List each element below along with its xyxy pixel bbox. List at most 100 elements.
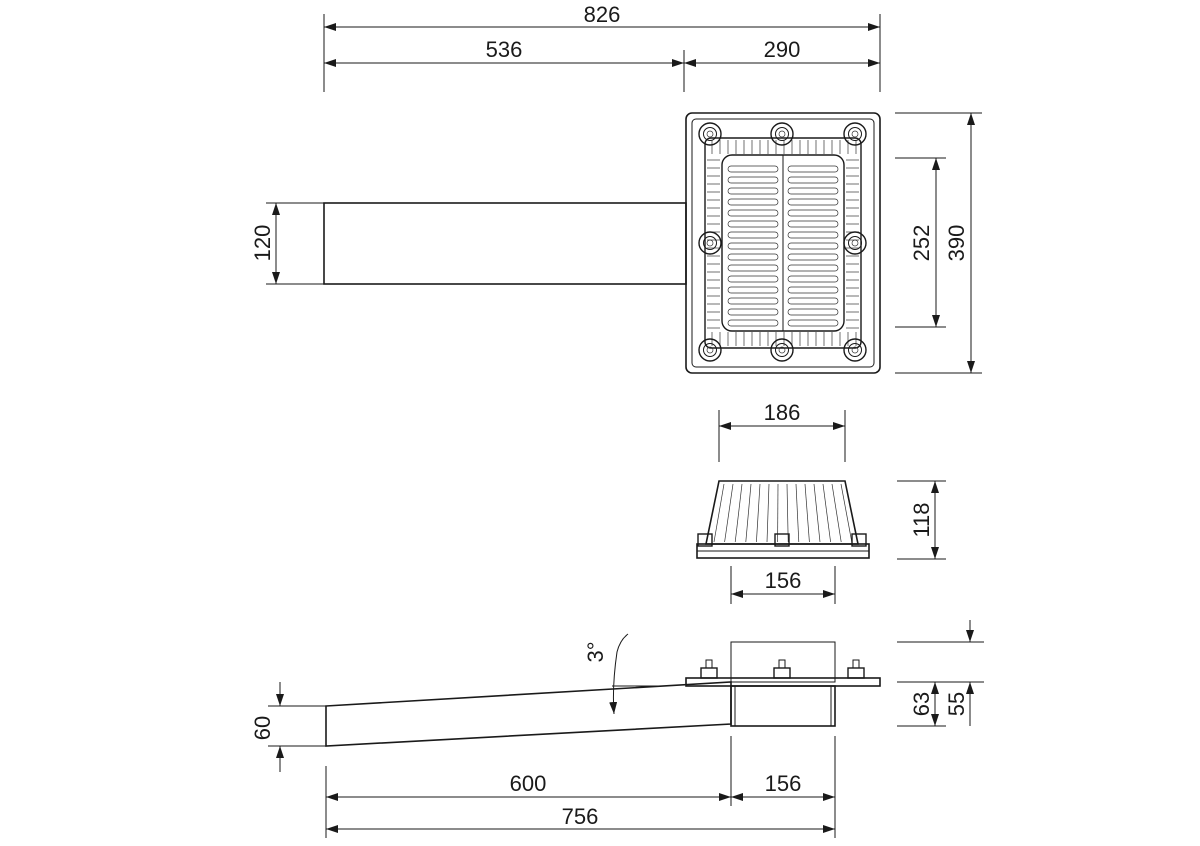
front-rib [822,483,831,543]
bolt-boss [698,122,722,146]
bolt-hole [706,346,714,354]
angle-arc [609,633,629,715]
plan-view: 826 536 290 120 252 390 [250,2,982,374]
front-rib [804,483,810,543]
lug [774,533,790,547]
dim-slope-angle: 3° [583,641,608,662]
grate-slot [727,319,779,327]
front-rib [724,483,734,543]
dim-grate-height: 252 [909,225,934,262]
side-bolts [700,659,865,679]
side-view: 3° 60 63 55 600 156 756 [250,620,984,838]
bolt-boss [843,231,867,255]
grate-slot [727,297,779,305]
dim-body-length: 156 [765,771,802,796]
grate-slot [787,176,839,184]
grate-height-extension [730,641,836,683]
drain-body-plan [685,112,881,374]
grate-ribs [707,140,859,346]
bolt-hole [706,130,714,138]
bolt-hole [851,346,859,354]
grate-slot [727,242,779,250]
grate-slot [787,165,839,173]
bolt-hole [778,346,786,354]
bolt-boss-inner [775,127,789,141]
bolt-boss-inner [848,236,862,250]
front-rib [813,483,821,543]
grate-slot [727,187,779,195]
bolt-boss [698,338,722,362]
bolt-nut [700,667,718,679]
grate-slot [787,308,839,316]
bolt-nut [773,667,791,679]
bolt-stud [778,659,786,669]
lug [851,533,867,547]
grate-slot [787,198,839,206]
grate-slot [727,231,779,239]
front-rib [831,483,842,543]
grate-slot [727,286,779,294]
grate-slot [787,220,839,228]
front-rib [745,483,752,543]
grate-slot [787,231,839,239]
grate-slot [727,165,779,173]
bolt-hole [851,239,859,247]
bolt-boss-inner [703,236,717,250]
bolt-bosses [698,122,867,362]
bolt-boss-inner [848,127,862,141]
grate-slot [727,264,779,272]
grate-slot [787,275,839,283]
grate-slot [727,209,779,217]
front-view: 186 118 156 [696,400,946,604]
front-rib [734,483,743,543]
bolt-stud [852,659,860,669]
grate-slot [787,242,839,250]
front-rib [756,483,761,543]
dim-pipe-run: 600 [510,771,547,796]
grate-slot [727,275,779,283]
grate-slot [727,308,779,316]
bolt-stud [705,659,713,669]
dim-body-width: 290 [764,37,801,62]
dim-body-height: 390 [944,225,969,262]
dim-pipe-width: 120 [250,225,275,262]
grate-slot [787,319,839,327]
bolt-boss-inner [775,343,789,357]
bolt-boss-inner [703,343,717,357]
grate-slot [787,264,839,272]
dim-flange-height-b: 55 [944,692,969,716]
bolt-boss [843,122,867,146]
front-rib [786,483,789,543]
dim-base-width: 156 [765,568,802,593]
grate-slot [727,253,779,261]
front-rib [766,483,770,543]
bolt-boss [698,231,722,255]
dim-top-width: 186 [764,400,801,425]
front-ribs [713,483,853,543]
dim-outlet-height: 60 [250,716,275,740]
outlet-pipe-plan [323,202,687,285]
bolt-boss [770,338,794,362]
grate-slot [787,209,839,217]
bolt-hole [851,130,859,138]
outlet-pipe-side [325,681,732,747]
grate-slot [787,253,839,261]
drain-body-inner-edge [691,118,875,368]
front-rib [713,483,725,543]
dim-front-height: 118 [909,502,934,537]
bolt-hole [706,239,714,247]
bolt-hole [778,130,786,138]
grate-slots [727,165,839,327]
dim-flange-height-a: 63 [909,692,934,716]
front-rib [795,483,800,543]
bolt-boss [843,338,867,362]
front-rib [840,483,853,543]
drain-body-side [730,685,836,727]
dim-overall-length: 756 [562,804,599,829]
grate-slot [727,220,779,228]
bolt-boss [770,122,794,146]
grate-slot [787,297,839,305]
bolt-boss-inner [703,127,717,141]
grate-slot [727,176,779,184]
